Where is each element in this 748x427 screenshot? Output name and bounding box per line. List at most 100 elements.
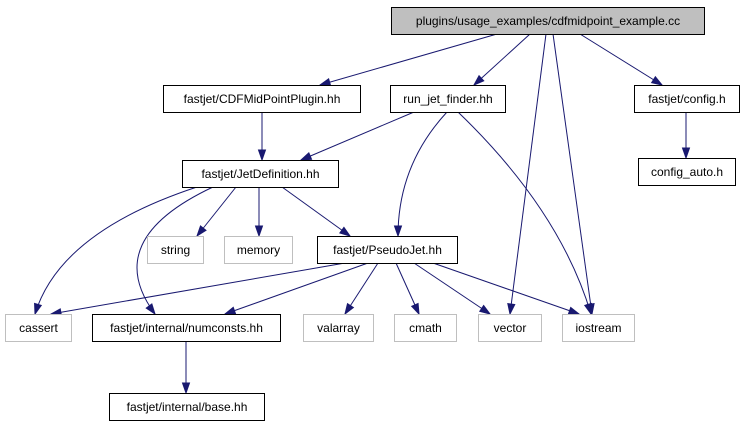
edge-runjet-to-jetdef [299, 111, 415, 161]
edge-line [34, 186, 198, 315]
edge-line [136, 186, 214, 315]
node-label: iostream [575, 321, 621, 335]
node-iostream: iostream [562, 314, 635, 342]
node-label: config_auto.h [651, 165, 723, 179]
node-box [394, 314, 457, 342]
edge-jetdef-to-numconsts [136, 186, 214, 316]
node-cassert: cassert [5, 314, 72, 342]
node-root[interactable]: plugins/usage_examples/cdfmidpoint_examp… [391, 7, 705, 35]
node-box [390, 85, 506, 113]
arrowhead-icon [472, 74, 485, 87]
edge-line [300, 111, 415, 161]
arrowhead-icon [339, 226, 352, 237]
node-cdfplugin[interactable]: fastjet/CDFMidPointPlugin.hh [163, 85, 361, 113]
node-box [478, 314, 542, 342]
arrowhead-icon [681, 147, 691, 160]
arrowhead-icon [567, 306, 581, 315]
node-label: memory [237, 243, 280, 257]
node-cmath: cmath [394, 314, 457, 342]
node-box [634, 85, 740, 113]
arrowhead-icon [254, 225, 264, 238]
node-config[interactable]: fastjet/config.h [634, 85, 740, 113]
node-label: fastjet/CDFMidPointPlugin.hh [184, 92, 341, 106]
arrowhead-icon [478, 304, 492, 315]
edge-line [281, 186, 351, 237]
node-jetdef[interactable]: fastjet/JetDefinition.hh [182, 160, 339, 188]
edge-pseudojet-to-vector [413, 262, 492, 315]
edge-root-to-runjet [472, 33, 531, 87]
edge-line [397, 111, 448, 237]
edge-jetdef-to-cassert [34, 186, 198, 316]
node-label: cassert [19, 321, 58, 335]
node-string: string [147, 236, 204, 264]
nodes-layer: plugins/usage_examples/cdfmidpoint_examp… [5, 7, 740, 421]
edge-line [224, 262, 369, 315]
edge-root-to-cdfplugin [318, 33, 498, 87]
edge-line [319, 33, 498, 86]
edge-root-to-iostream [552, 33, 595, 316]
node-box [5, 314, 72, 342]
arrowhead-icon [507, 303, 516, 316]
edge-line [432, 262, 580, 315]
node-configauto[interactable]: config_auto.h [638, 158, 736, 186]
node-box [92, 314, 281, 342]
arrowhead-icon [393, 225, 403, 238]
edge-jetdef-to-string [196, 186, 237, 238]
edge-line [579, 33, 663, 86]
arrowhead-icon [257, 149, 267, 162]
edge-line [413, 262, 491, 315]
edge-pseudojet-to-numconsts [223, 262, 369, 315]
node-label: valarray [317, 321, 360, 335]
node-box [182, 160, 339, 188]
arrowhead-icon [34, 302, 43, 316]
edge-runjet-to-iostream [457, 111, 593, 316]
edge-pseudojet-to-iostream [432, 262, 581, 315]
arrowhead-icon [145, 303, 156, 316]
arrowhead-icon [196, 225, 207, 238]
node-label: string [161, 243, 190, 257]
edge-line [509, 33, 547, 315]
node-vector: vector [478, 314, 542, 342]
node-label: fastjet/internal/base.hh [127, 400, 248, 414]
node-valarray: valarray [303, 314, 374, 342]
edge-numconsts-to-base [181, 341, 191, 395]
edge-jetdef-to-pseudojet [281, 186, 352, 237]
edge-root-to-config [579, 33, 664, 86]
node-box [224, 236, 293, 264]
node-numconsts[interactable]: fastjet/internal/numconsts.hh [92, 314, 281, 342]
edge-line [552, 33, 593, 315]
node-label: plugins/usage_examples/cdfmidpoint_examp… [416, 14, 680, 28]
edge-config-to-configauto [681, 112, 691, 160]
arrowhead-icon [583, 302, 593, 316]
arrowhead-icon [650, 75, 664, 86]
node-label: run_jet_finder.hh [403, 92, 492, 106]
edge-pseudojet-to-cassert [49, 262, 346, 317]
edges-layer [34, 33, 691, 395]
node-label: fastjet/internal/numconsts.hh [110, 321, 263, 335]
node-box [638, 158, 736, 186]
edge-line [457, 111, 592, 315]
node-box [109, 393, 265, 421]
node-box [562, 314, 635, 342]
edge-line [473, 33, 531, 86]
node-base[interactable]: fastjet/internal/base.hh [109, 393, 265, 421]
edge-runjet-to-pseudojet [393, 111, 448, 238]
node-box [147, 236, 204, 264]
node-box [303, 314, 374, 342]
node-label: fastjet/JetDefinition.hh [201, 167, 319, 181]
arrowhead-icon [344, 302, 355, 316]
edge-pseudojet-to-cmath [395, 262, 420, 316]
edge-cdfplugin-to-jetdef [257, 112, 267, 162]
node-box [163, 85, 361, 113]
node-runjet[interactable]: run_jet_finder.hh [390, 85, 506, 113]
arrowhead-icon [223, 306, 237, 315]
node-label: fastjet/PseudoJet.hh [333, 243, 442, 257]
node-box [391, 7, 705, 35]
node-memory: memory [224, 236, 293, 264]
arrowhead-icon [410, 302, 420, 316]
edge-root-to-vector [507, 33, 547, 316]
node-pseudojet[interactable]: fastjet/PseudoJet.hh [317, 236, 458, 264]
arrowhead-icon [299, 152, 313, 161]
node-box [317, 236, 458, 264]
